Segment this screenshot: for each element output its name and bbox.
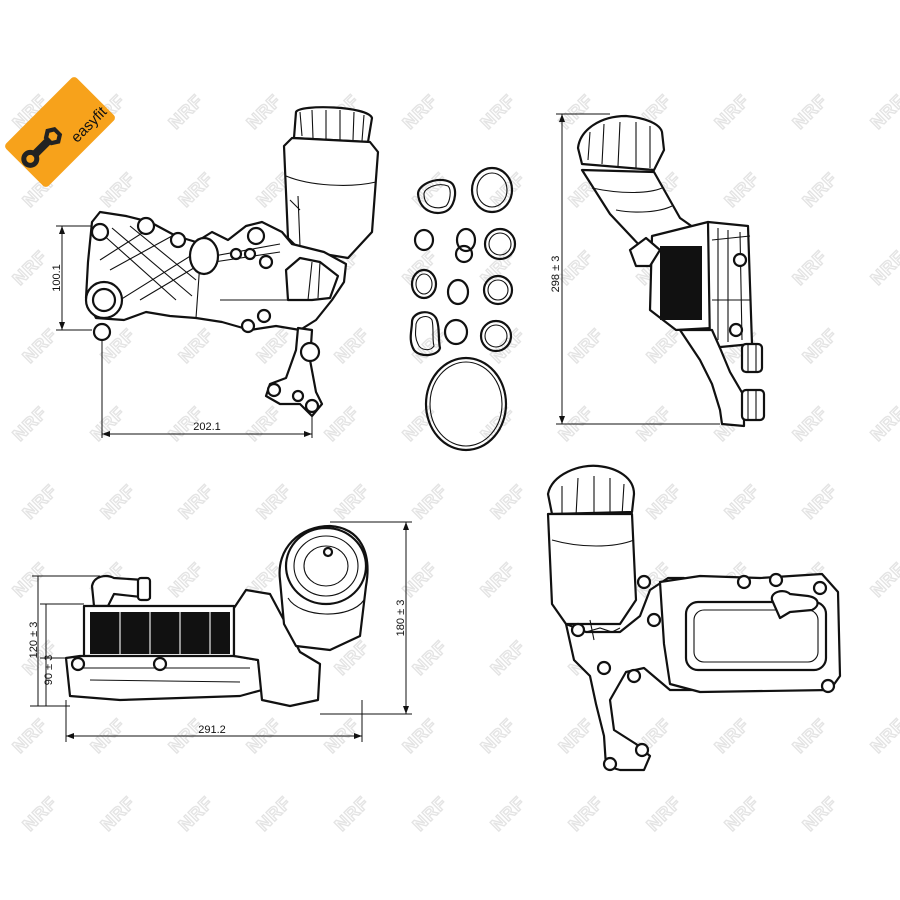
housing-perspective-view (546, 464, 842, 772)
watermark-text: NRF (253, 480, 295, 522)
watermark-text: NRF (19, 480, 61, 522)
watermark-text: NRF (97, 168, 139, 210)
watermark-text: NRF (711, 90, 753, 132)
watermark-text: NRF (409, 792, 451, 834)
watermark-text: NRF (243, 402, 285, 444)
easyfit-badge: easyfit (5, 77, 115, 187)
watermark-text: NRF (399, 558, 441, 600)
gasket-set (409, 166, 517, 452)
watermark-text: NRF (789, 90, 831, 132)
watermark-text: NRF (175, 168, 217, 210)
watermark-text: NRF (409, 636, 451, 678)
watermark-text: NRF (711, 714, 753, 756)
watermark-text: NRF (399, 246, 441, 288)
watermark-text: NRF (487, 792, 529, 834)
watermark-text: NRF (799, 168, 841, 210)
watermark-text: NRF (321, 402, 363, 444)
watermark-text: NRF (789, 714, 831, 756)
watermark-text: NRF (867, 714, 900, 756)
watermark-text: NRF (721, 168, 763, 210)
watermark-text: NRF (399, 714, 441, 756)
watermark-text: NRF (243, 90, 285, 132)
watermark-text: NRF (867, 402, 900, 444)
dim-label-total-height: 298 ± 3 (550, 256, 562, 293)
watermark-text: NRF (253, 792, 295, 834)
watermark-text: NRF (477, 714, 519, 756)
dimension-lines-top-right (556, 113, 720, 425)
watermark-text: NRF (799, 480, 841, 522)
watermark-text: NRF (487, 480, 529, 522)
watermark-text: NRF (253, 324, 295, 366)
wrench-icon (21, 127, 63, 168)
watermark-text: NRF (867, 90, 900, 132)
watermark-text: NRF (399, 90, 441, 132)
watermark-text: NRF (175, 792, 217, 834)
watermark-text: NRF (9, 558, 51, 600)
watermark-text: NRF (867, 246, 900, 288)
watermark-text: NRF (643, 792, 685, 834)
watermark-text: NRF (9, 714, 51, 756)
dim-label-height-90: 90 ± 3 (43, 655, 55, 686)
dim-label-height: 100.1 (51, 264, 63, 292)
dim-label-width-291: 291.2 (198, 724, 226, 736)
watermark-text: NRF (643, 480, 685, 522)
watermark-text: NRF (331, 792, 373, 834)
watermark-text: NRF (9, 246, 51, 288)
housing-front-view (64, 524, 369, 708)
watermark-text: NRF (799, 324, 841, 366)
watermark-text: NRF (789, 246, 831, 288)
watermark-text: NRF (19, 792, 61, 834)
watermark-text: NRF (565, 792, 607, 834)
watermark-text: NRF (165, 558, 207, 600)
watermark-text: NRF (331, 480, 373, 522)
watermark-text: NRF (565, 324, 607, 366)
watermark-text: NRF (867, 558, 900, 600)
watermark-text: NRF (175, 324, 217, 366)
watermark-text: NRF (409, 168, 451, 210)
watermark-text: NRF (721, 480, 763, 522)
watermark-text: NRF (9, 402, 51, 444)
watermark-text: NRF (721, 792, 763, 834)
watermark-text: NRF (97, 480, 139, 522)
dim-label-height-120: 120 ± 3 (28, 622, 40, 659)
watermark-text: NRF (799, 792, 841, 834)
watermark-text: NRF (87, 402, 129, 444)
housing-top-view (84, 106, 380, 418)
watermark-text: NRF (477, 90, 519, 132)
watermark-text: NRF (175, 480, 217, 522)
watermark-text: NRF (555, 714, 597, 756)
watermark-text: NRF (399, 402, 441, 444)
dim-label-width: 202.1 (193, 421, 221, 433)
dimension-lines-top-left (56, 225, 313, 438)
watermark-text: NRF (789, 402, 831, 444)
watermark-text: NRF (19, 324, 61, 366)
dimension-lines-bottom-left (30, 521, 412, 742)
watermark-text: NRF (409, 480, 451, 522)
watermark-text: NRF (331, 324, 373, 366)
watermark-text: NRF (477, 558, 519, 600)
watermark-text: NRF (165, 90, 207, 132)
watermark-text: NRF (97, 792, 139, 834)
watermark-text: NRF (487, 636, 529, 678)
housing-side-view (576, 114, 766, 428)
dim-label-height-180: 180 ± 3 (395, 600, 407, 637)
